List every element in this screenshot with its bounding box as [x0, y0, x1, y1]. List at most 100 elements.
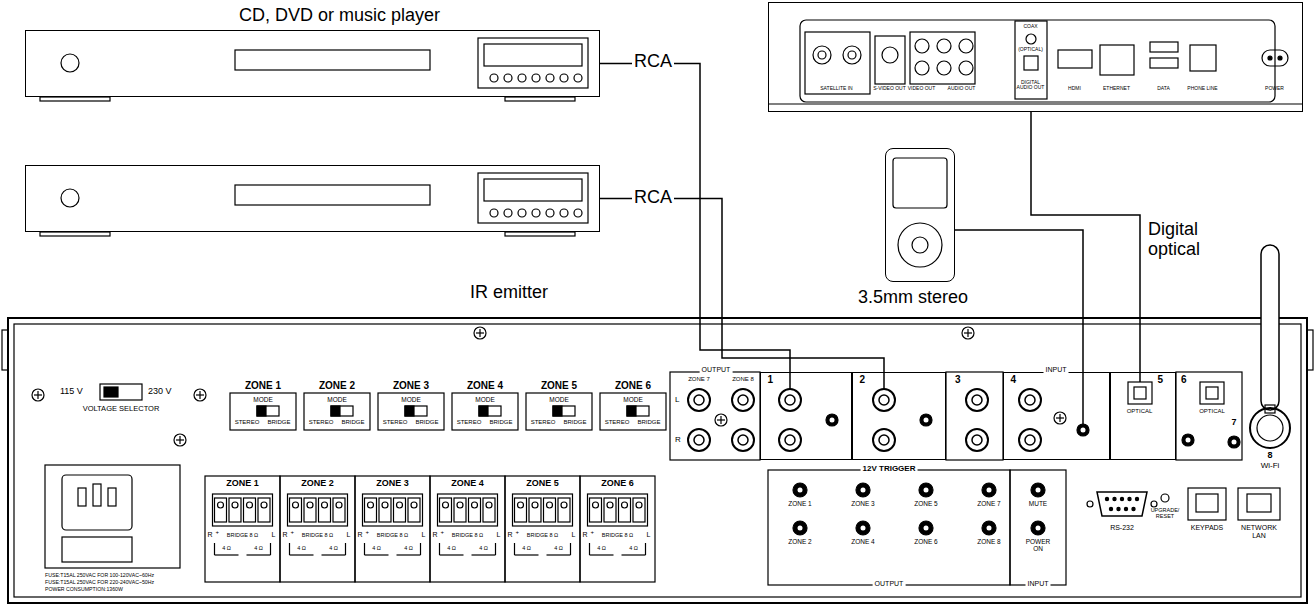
- trigger-jack: [793, 521, 807, 535]
- trigger-jack: [982, 521, 996, 535]
- panel-label: ZONE 6: [914, 538, 937, 545]
- panel-label: 8: [1267, 451, 1272, 461]
- trigger-jack: [987, 526, 992, 531]
- port-label: PHONE LINE: [1187, 86, 1217, 92]
- optical-port: [1128, 382, 1152, 404]
- speaker-terminal-box: [355, 476, 430, 582]
- port-label: 5: [1158, 374, 1164, 385]
- rca-jack: [732, 389, 754, 411]
- rca-jack: [779, 429, 801, 451]
- terminal-slot: [215, 498, 227, 522]
- panel-label: R: [283, 531, 288, 539]
- panel-label: L: [497, 531, 501, 539]
- terminal-screw: [561, 502, 567, 508]
- bracket: [420, 543, 421, 555]
- panel-label: ZONE 5: [914, 500, 937, 507]
- panel-label: STEREO: [383, 419, 408, 426]
- screw: [1054, 412, 1066, 424]
- f-connector: [818, 51, 826, 59]
- rca-jack: [1025, 395, 1035, 405]
- screw: [174, 434, 186, 446]
- panel-label: ZONE 4: [451, 479, 484, 489]
- screw: [967, 329, 968, 337]
- device-heading: CD, DVD or music player: [239, 6, 440, 26]
- rca-jack: [779, 389, 801, 411]
- rca-jack: [966, 429, 988, 451]
- rca-jack: [688, 389, 710, 411]
- button: [518, 209, 526, 217]
- panel-label: ZONE 4: [851, 538, 874, 545]
- screw: [194, 389, 206, 401]
- mode-switch: [405, 406, 427, 416]
- mode-switch: [479, 406, 488, 416]
- terminal-slot: [379, 498, 391, 522]
- panel-label: BRIDGE: [341, 419, 364, 426]
- button: [574, 74, 582, 82]
- panel-label: STEREO: [457, 419, 482, 426]
- panel-label: L: [572, 531, 576, 539]
- panel-label: 12V TRIGGER: [861, 465, 918, 474]
- panel-label: L: [347, 531, 351, 539]
- button: [560, 74, 568, 82]
- panel-label: BRIDGE 8 Ω: [527, 532, 558, 538]
- db9-screw: [1087, 501, 1093, 507]
- terminal-screw: [218, 502, 224, 508]
- optical-port: [1024, 56, 1038, 70]
- optical-port: [1134, 387, 1146, 399]
- wire-stub: [1139, 372, 1141, 382]
- button: [532, 209, 540, 217]
- mode-switch: [405, 406, 414, 416]
- button: [504, 209, 512, 217]
- f-connector: [843, 46, 861, 64]
- db9-pin: [1113, 497, 1116, 500]
- terminal-screw: [336, 502, 342, 508]
- trigger-jack: [982, 483, 996, 497]
- panel-label: ZONE 3: [851, 500, 874, 507]
- bracket: [645, 543, 646, 555]
- screw: [715, 414, 727, 426]
- panel-label: ZONE 8: [977, 538, 1000, 545]
- mini-jack: [1081, 428, 1086, 433]
- input-box: 1: [760, 372, 852, 460]
- panel-label: ZONE 7: [977, 500, 1000, 507]
- panel-label: BRIDGE: [415, 419, 438, 426]
- coax-port: [1026, 34, 1036, 44]
- terminal-screw: [411, 502, 417, 508]
- panel-label: 4 Ω: [222, 545, 231, 551]
- panel-label: MUTE: [1029, 500, 1047, 507]
- rca-jack: [694, 435, 704, 445]
- disc-tray: [235, 185, 430, 205]
- foot: [505, 97, 575, 101]
- input-box: [1010, 470, 1066, 585]
- port-group: [805, 32, 870, 94]
- iec-socket: [62, 475, 132, 530]
- trigger-jack: [798, 488, 803, 493]
- panel-label: R: [675, 436, 681, 445]
- terminal-screw: [368, 502, 374, 508]
- cable-label: 3.5mm stereo: [858, 288, 968, 308]
- mode-switch: [257, 406, 279, 416]
- wire-stub: [1082, 372, 1084, 424]
- input-box: 4: [1003, 372, 1110, 460]
- trigger-jack: [856, 483, 870, 497]
- terminal-slot: [454, 498, 466, 522]
- port-label: S-VIDEO OUT: [873, 86, 906, 92]
- panel-label: 4 Ω: [447, 545, 456, 551]
- panel-label: ZONE 2: [301, 479, 334, 489]
- port-label: DATA: [1157, 86, 1170, 92]
- panel-label: MODE: [623, 396, 643, 403]
- mode-box: [600, 393, 666, 430]
- keypad-port: [1196, 494, 1218, 512]
- click-wheel: [898, 223, 942, 267]
- screw: [479, 329, 480, 337]
- port-label: OPTICAL: [1127, 408, 1153, 415]
- rca-jack: [873, 429, 895, 451]
- voltage-switch: [104, 387, 118, 397]
- panel-label: OUTPUT: [700, 366, 733, 374]
- rca-jack: [694, 395, 704, 405]
- amplifier-rear-panel: [8, 318, 1307, 603]
- trigger-jack: [1031, 521, 1045, 535]
- panel-label: 4 Ω: [629, 545, 638, 551]
- trigger-jack: [987, 488, 992, 493]
- screw: [474, 327, 486, 339]
